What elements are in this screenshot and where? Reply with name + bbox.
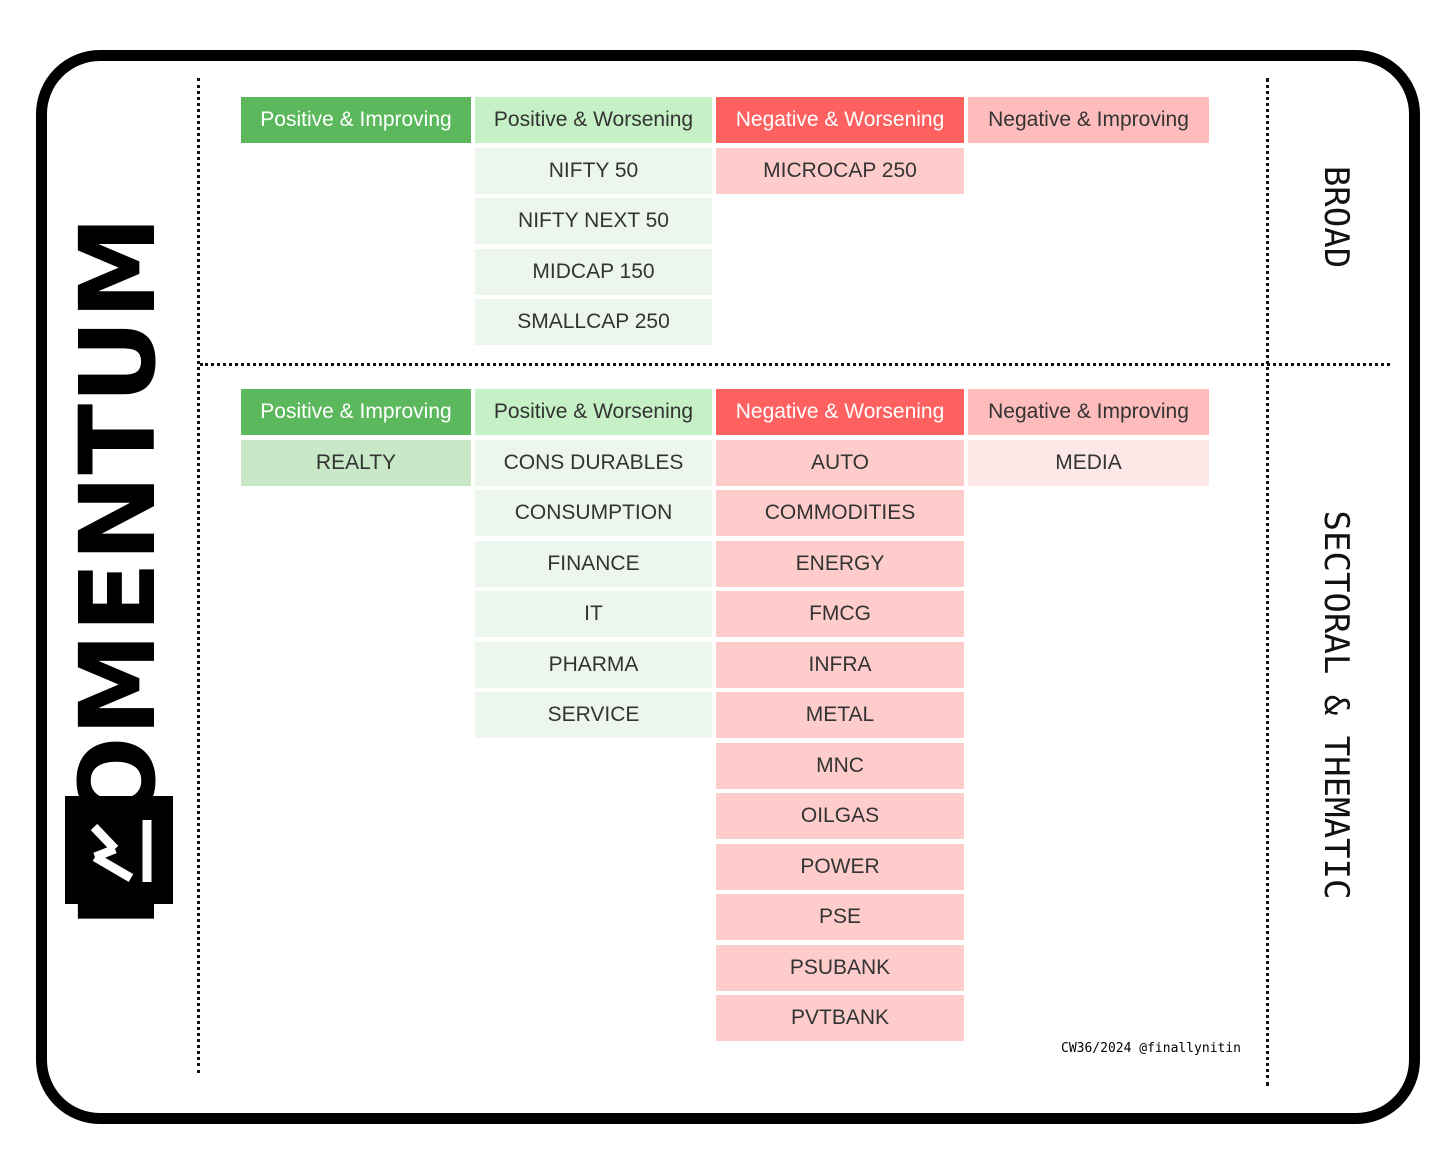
sectoral-negative-worsening-item: PSE xyxy=(716,894,964,940)
broad-header-positive-improving: Positive & Improving xyxy=(241,97,471,143)
right-dotted-divider xyxy=(1266,78,1269,1086)
left-dotted-divider xyxy=(197,78,200,1073)
sectoral-negative-worsening-item: COMMODITIES xyxy=(716,490,964,536)
broad-section-label: BROAD xyxy=(1316,165,1356,269)
sectoral-header-negative-worsening: Negative & Worsening xyxy=(716,389,964,435)
sectoral-positive-worsening-item: SERVICE xyxy=(475,692,712,738)
sectoral-header-negative-improving: Negative & Improving xyxy=(968,389,1209,435)
sectoral-negative-improving-item: MEDIA xyxy=(968,439,1209,486)
sectoral-negative-worsening-item: OILGAS xyxy=(716,793,964,839)
sectoral-negative-worsening-item: ENERGY xyxy=(716,540,964,587)
section-dotted-divider xyxy=(200,363,1390,366)
sectoral-negative-worsening-item: FMCG xyxy=(716,591,964,637)
sectoral-header-positive-worsening: Positive & Worsening xyxy=(475,389,712,435)
sectoral-positive-worsening-item: FINANCE xyxy=(475,540,712,587)
brand-logo-icon xyxy=(65,796,173,904)
broad-positive-worsening-item: SMALLCAP 250 xyxy=(475,299,712,345)
sectoral-positive-worsening-item: PHARMA xyxy=(475,641,712,688)
sectoral-positive-worsening-item: CONSUMPTION xyxy=(475,490,712,536)
sectoral-negative-worsening-item: AUTO xyxy=(716,439,964,486)
sectoral-section-label: SECTORAL & THEMATIC xyxy=(1316,510,1356,900)
sectoral-negative-worsening-item: PVTBANK xyxy=(716,995,964,1041)
sectoral-negative-worsening-item: PSUBANK xyxy=(716,944,964,991)
broad-negative-worsening-item: MICROCAP 250 xyxy=(716,147,964,194)
broad-positive-worsening-item: MIDCAP 150 xyxy=(475,248,712,295)
broad-positive-worsening-item: NIFTY NEXT 50 xyxy=(475,198,712,244)
sectoral-negative-worsening-item: MNC xyxy=(716,742,964,789)
broad-header-negative-improving: Negative & Improving xyxy=(968,97,1209,143)
sectoral-positive-worsening-item: IT xyxy=(475,591,712,637)
footer-credit: CW36/2024 @finallynitin xyxy=(1061,1041,1242,1056)
sectoral-negative-worsening-item: METAL xyxy=(716,692,964,738)
broad-positive-worsening-item: NIFTY 50 xyxy=(475,147,712,194)
broad-header-negative-worsening: Negative & Worsening xyxy=(716,97,964,143)
sectoral-positive-improving-item: REALTY xyxy=(241,439,471,486)
sectoral-negative-worsening-item: POWER xyxy=(716,843,964,890)
sectoral-negative-worsening-item: INFRA xyxy=(716,641,964,688)
sectoral-positive-worsening-item: CONS DURABLES xyxy=(475,439,712,486)
sectoral-header-positive-improving: Positive & Improving xyxy=(241,389,471,435)
broad-header-positive-worsening: Positive & Worsening xyxy=(475,97,712,143)
